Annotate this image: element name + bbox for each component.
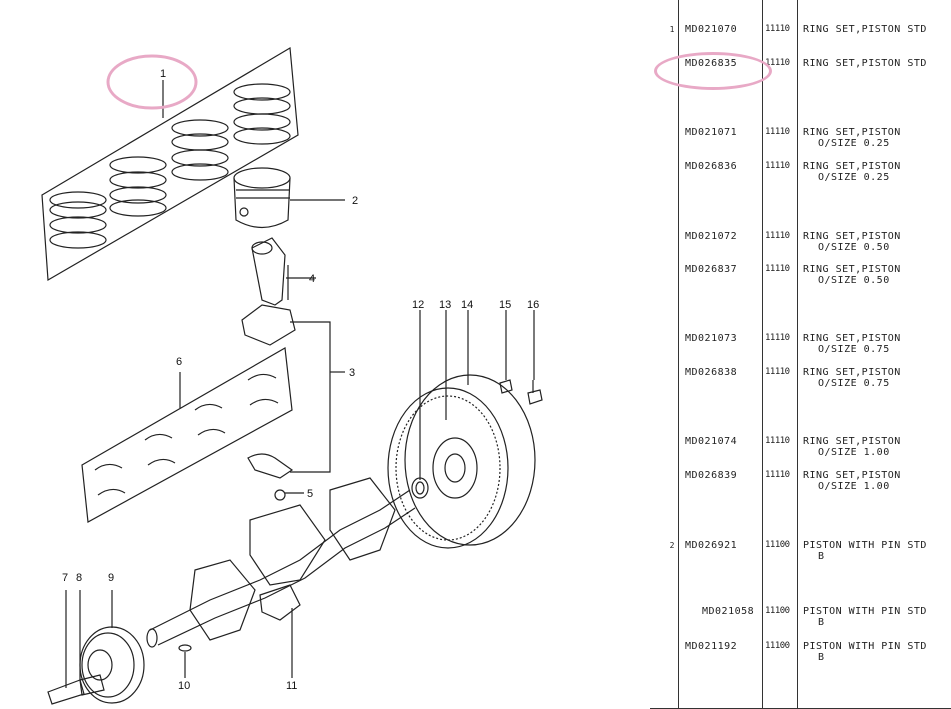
part-description: PISTON WITH PIN STD bbox=[803, 641, 927, 652]
bearing-panel bbox=[81, 347, 293, 523]
flywheel-bolt bbox=[527, 380, 543, 405]
part-description-detail: B bbox=[818, 551, 825, 562]
table-row: MD021073 11110 RING SET,PISTON O/SIZE 0.… bbox=[650, 333, 951, 363]
exploded-parts-diagram: 1 2 3 4 5 6 7 8 9 10 11 12 13 14 15 16 bbox=[41, 46, 543, 705]
column-divider bbox=[762, 0, 763, 709]
part-number: MD026836 bbox=[685, 161, 738, 172]
part-description-detail: O/SIZE 0.75 bbox=[818, 344, 890, 355]
crankshaft-pulley bbox=[47, 590, 145, 705]
callout-16: 16 bbox=[527, 299, 540, 311]
part-code: 11110 bbox=[765, 367, 790, 377]
table-row: MD021192 11100 PISTON WITH PIN STD B bbox=[650, 641, 951, 671]
key bbox=[178, 644, 192, 652]
part-description: PISTON WITH PIN STD bbox=[803, 540, 927, 551]
part-code: 11110 bbox=[765, 58, 790, 68]
part-code: 11110 bbox=[765, 127, 790, 137]
part-number: MD021073 bbox=[685, 333, 738, 344]
highlight-circle-callout-1 bbox=[106, 54, 198, 110]
part-code: 11110 bbox=[765, 24, 790, 34]
callout-11: 11 bbox=[286, 680, 298, 692]
callout-2: 2 bbox=[352, 195, 359, 207]
part-number: MD021074 bbox=[685, 436, 738, 447]
part-number: MD021058 bbox=[702, 606, 755, 617]
dowel-pin bbox=[499, 379, 513, 394]
table-row: MD026839 11110 RING SET,PISTON O/SIZE 1.… bbox=[650, 470, 951, 500]
part-description: RING SET,PISTON bbox=[803, 231, 901, 242]
part-code: 11110 bbox=[765, 470, 790, 480]
part-description-detail: O/SIZE 0.25 bbox=[818, 138, 890, 149]
bearing-shells bbox=[94, 373, 279, 496]
part-code: 11100 bbox=[765, 606, 790, 616]
part-description: RING SET,PISTON bbox=[803, 367, 901, 378]
column-divider bbox=[678, 0, 679, 709]
part-description-detail: O/SIZE 1.00 bbox=[818, 447, 890, 458]
part-code: 11110 bbox=[765, 161, 790, 171]
part-number: MD021192 bbox=[685, 641, 738, 652]
part-description: RING SET,PISTON STD bbox=[803, 24, 927, 35]
ring-set-panel bbox=[41, 46, 299, 282]
callout-15: 15 bbox=[499, 299, 512, 311]
piston bbox=[233, 167, 345, 229]
diagram-drawing bbox=[41, 46, 543, 705]
part-description-detail: O/SIZE 0.50 bbox=[818, 275, 890, 286]
part-number: MD026839 bbox=[685, 470, 738, 481]
part-code: 11100 bbox=[765, 641, 790, 651]
callout-7: 7 bbox=[62, 572, 69, 584]
table-row: MD021074 11110 RING SET,PISTON O/SIZE 1.… bbox=[650, 436, 951, 466]
callout-13: 13 bbox=[439, 299, 452, 311]
table-row: MD026836 11110 RING SET,PISTON O/SIZE 0.… bbox=[650, 161, 951, 191]
callout-1: 1 bbox=[160, 68, 167, 80]
callout-8: 8 bbox=[76, 572, 83, 584]
crankshaft bbox=[146, 477, 416, 678]
part-description: RING SET,PISTON bbox=[803, 470, 901, 481]
part-code: 11100 bbox=[765, 540, 790, 550]
part-number: MD021070 bbox=[685, 24, 738, 35]
part-number: MD026837 bbox=[685, 264, 738, 275]
ref-number: 1 bbox=[669, 25, 675, 34]
part-description: RING SET,PISTON bbox=[803, 436, 901, 447]
parts-table: 1 MD021070 11110 RING SET,PISTON STD MD0… bbox=[650, 0, 951, 709]
piston-ring bbox=[49, 83, 291, 249]
part-description-detail: B bbox=[818, 652, 825, 663]
table-row: MD026838 11110 RING SET,PISTON O/SIZE 0.… bbox=[650, 367, 951, 397]
table-row: MD021058 11100 PISTON WITH PIN STD B bbox=[650, 606, 951, 636]
part-description-detail: O/SIZE 1.00 bbox=[818, 481, 890, 492]
part-description-detail: O/SIZE 0.50 bbox=[818, 242, 890, 253]
callout-12: 12 bbox=[412, 299, 425, 311]
connecting-rod bbox=[241, 237, 345, 501]
part-code: 11110 bbox=[765, 231, 790, 241]
part-number: MD026921 bbox=[685, 540, 738, 551]
part-description-detail: O/SIZE 0.75 bbox=[818, 378, 890, 389]
table-row: 1 MD021070 11110 RING SET,PISTON STD bbox=[650, 24, 951, 54]
part-code: 11110 bbox=[765, 436, 790, 446]
part-code: 11110 bbox=[765, 264, 790, 274]
table-row: 2 MD026921 11100 PISTON WITH PIN STD B bbox=[650, 540, 951, 570]
part-code: 11110 bbox=[765, 333, 790, 343]
column-divider bbox=[797, 0, 798, 709]
ref-number: 2 bbox=[669, 541, 675, 550]
part-description: RING SET,PISTON bbox=[803, 127, 901, 138]
part-description: RING SET,PISTON bbox=[803, 161, 901, 172]
callout-14: 14 bbox=[461, 299, 474, 311]
flywheel bbox=[387, 310, 536, 549]
part-description-detail: B bbox=[818, 617, 825, 628]
part-description: RING SET,PISTON bbox=[803, 264, 901, 275]
callout-9: 9 bbox=[108, 572, 115, 584]
table-row: MD026837 11110 RING SET,PISTON O/SIZE 0.… bbox=[650, 264, 951, 294]
table-row: MD021071 11110 RING SET,PISTON O/SIZE 0.… bbox=[650, 127, 951, 157]
callout-10: 10 bbox=[178, 680, 191, 692]
part-number: MD026838 bbox=[685, 367, 738, 378]
highlight-circle-md026835 bbox=[654, 52, 772, 90]
part-description-detail: O/SIZE 0.25 bbox=[818, 172, 890, 183]
part-description: RING SET,PISTON STD bbox=[803, 58, 927, 69]
callout-3: 3 bbox=[349, 367, 356, 379]
part-number: MD021072 bbox=[685, 231, 738, 242]
part-description: RING SET,PISTON bbox=[803, 333, 901, 344]
callout-6: 6 bbox=[176, 356, 183, 368]
callout-4: 4 bbox=[309, 273, 316, 285]
table-row: MD021072 11110 RING SET,PISTON O/SIZE 0.… bbox=[650, 231, 951, 261]
part-number: MD021071 bbox=[685, 127, 738, 138]
part-description: PISTON WITH PIN STD bbox=[803, 606, 927, 617]
callout-5: 5 bbox=[307, 488, 314, 500]
